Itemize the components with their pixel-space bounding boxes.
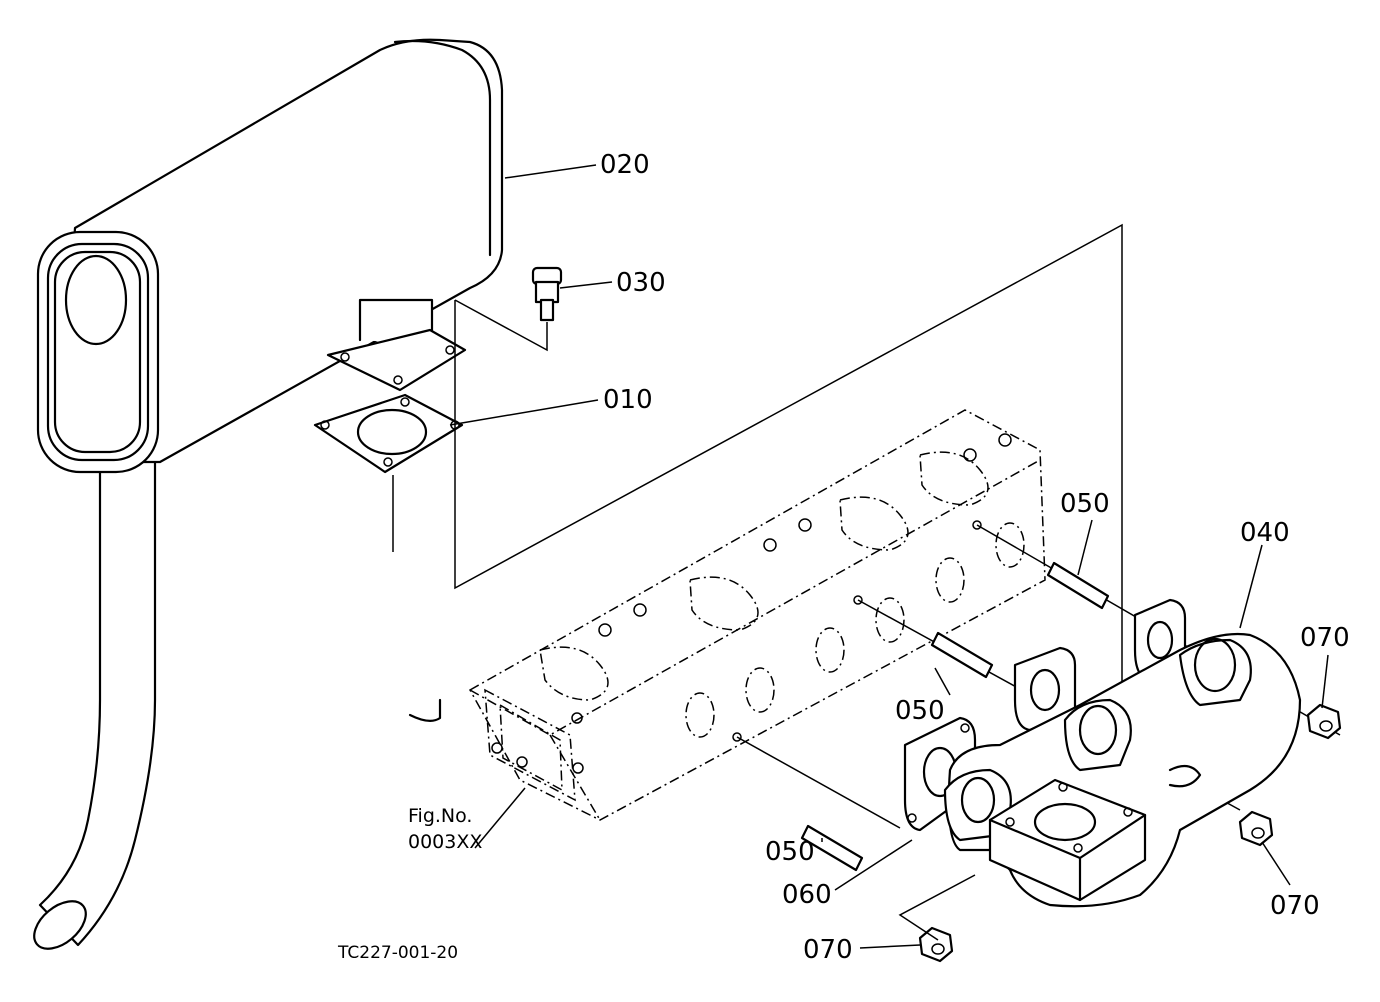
tail-pipe — [33, 453, 157, 950]
callout-nut-right-upper: 070 — [1300, 623, 1350, 653]
callout-muffler: 020 — [600, 150, 650, 180]
drawing-code: TC227-001-20 — [337, 943, 458, 963]
leader-lines — [449, 164, 1329, 949]
reference-block: Fig.No. 0003XX TC227-001-20 — [337, 805, 482, 963]
fig-number: 0003XX — [408, 831, 482, 853]
muffler-gasket — [313, 393, 464, 552]
callout-stud-lower: 050 — [765, 837, 815, 867]
callout-stud-middle: 050 — [895, 696, 945, 726]
plug — [454, 266, 563, 352]
callout-nut-bottom: 070 — [803, 935, 853, 965]
cylinder-head — [408, 409, 1046, 821]
callout-gasket-muffler: 010 — [603, 385, 653, 415]
callout-stud-upper: 050 — [1060, 489, 1110, 519]
callout-plug: 030 — [616, 268, 666, 298]
muffler — [36, 38, 504, 474]
callout-exhaust-manifold: 040 — [1240, 518, 1290, 548]
callout-gasket-manifold: 060 — [782, 880, 832, 910]
nuts — [898, 703, 1342, 963]
fig-label: Fig.No. — [408, 805, 472, 827]
callout-nut-right-lower: 070 — [1270, 891, 1320, 921]
callout-labels: 020 030 010 050 050 050 040 070 070 070 … — [600, 150, 1350, 965]
exhaust-manifold — [943, 632, 1302, 908]
assembly-lines — [454, 223, 1123, 805]
